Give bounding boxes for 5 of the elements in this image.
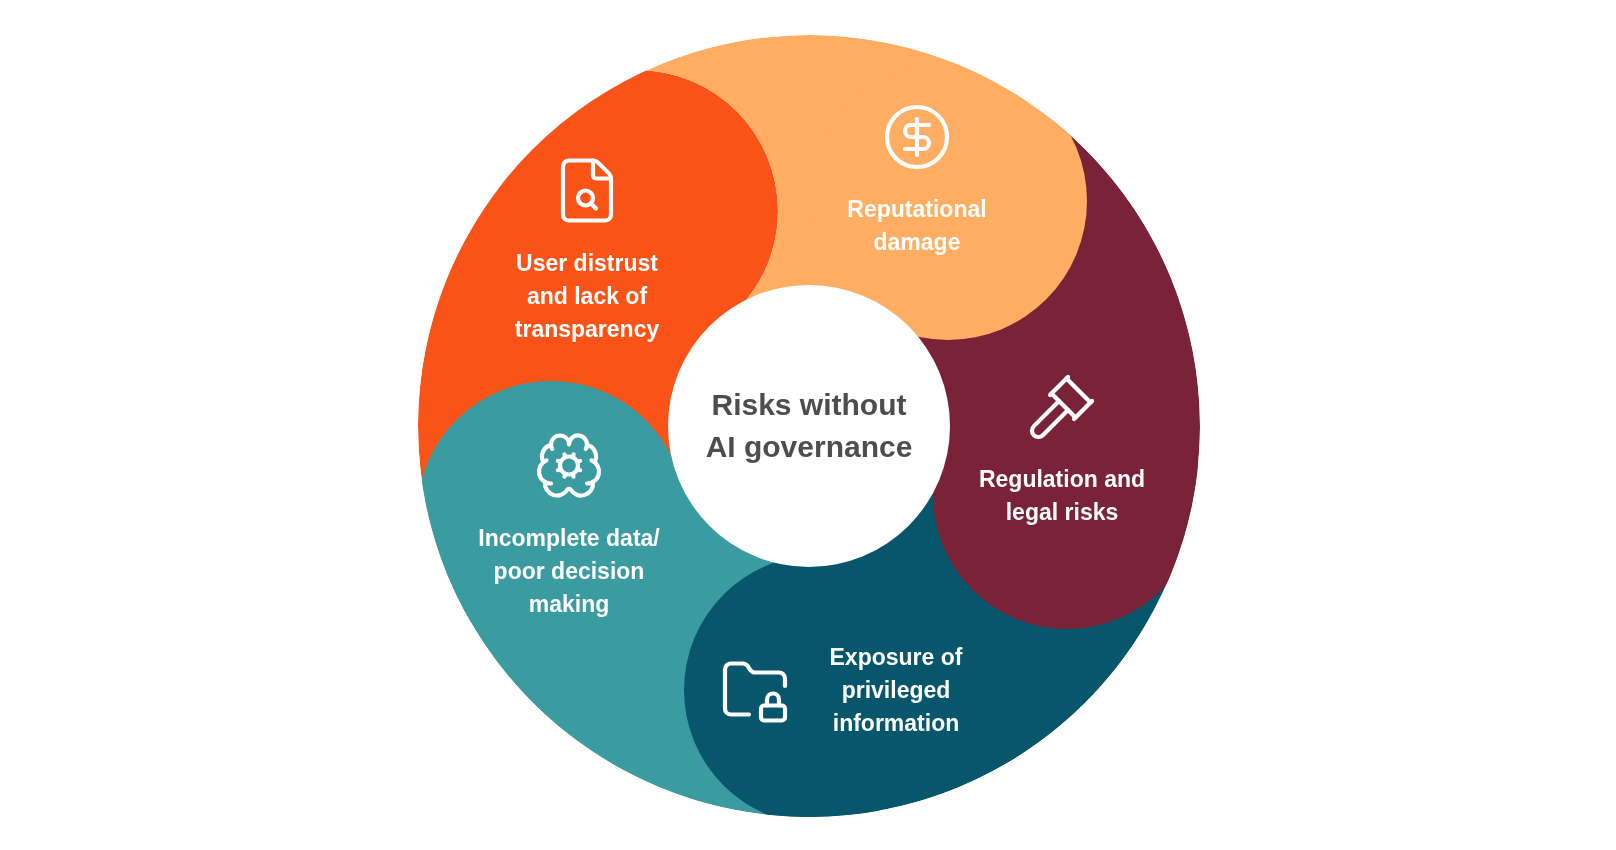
segment-label: Regulation and legal risks	[977, 465, 1147, 527]
segment-label: Reputational damage	[846, 195, 988, 257]
segment-label: Exposure of privileged information	[828, 642, 964, 738]
segment-label: Incomplete data/ poor decision making	[477, 523, 661, 619]
segment-label: User distrust and lack of transparency	[513, 248, 661, 344]
